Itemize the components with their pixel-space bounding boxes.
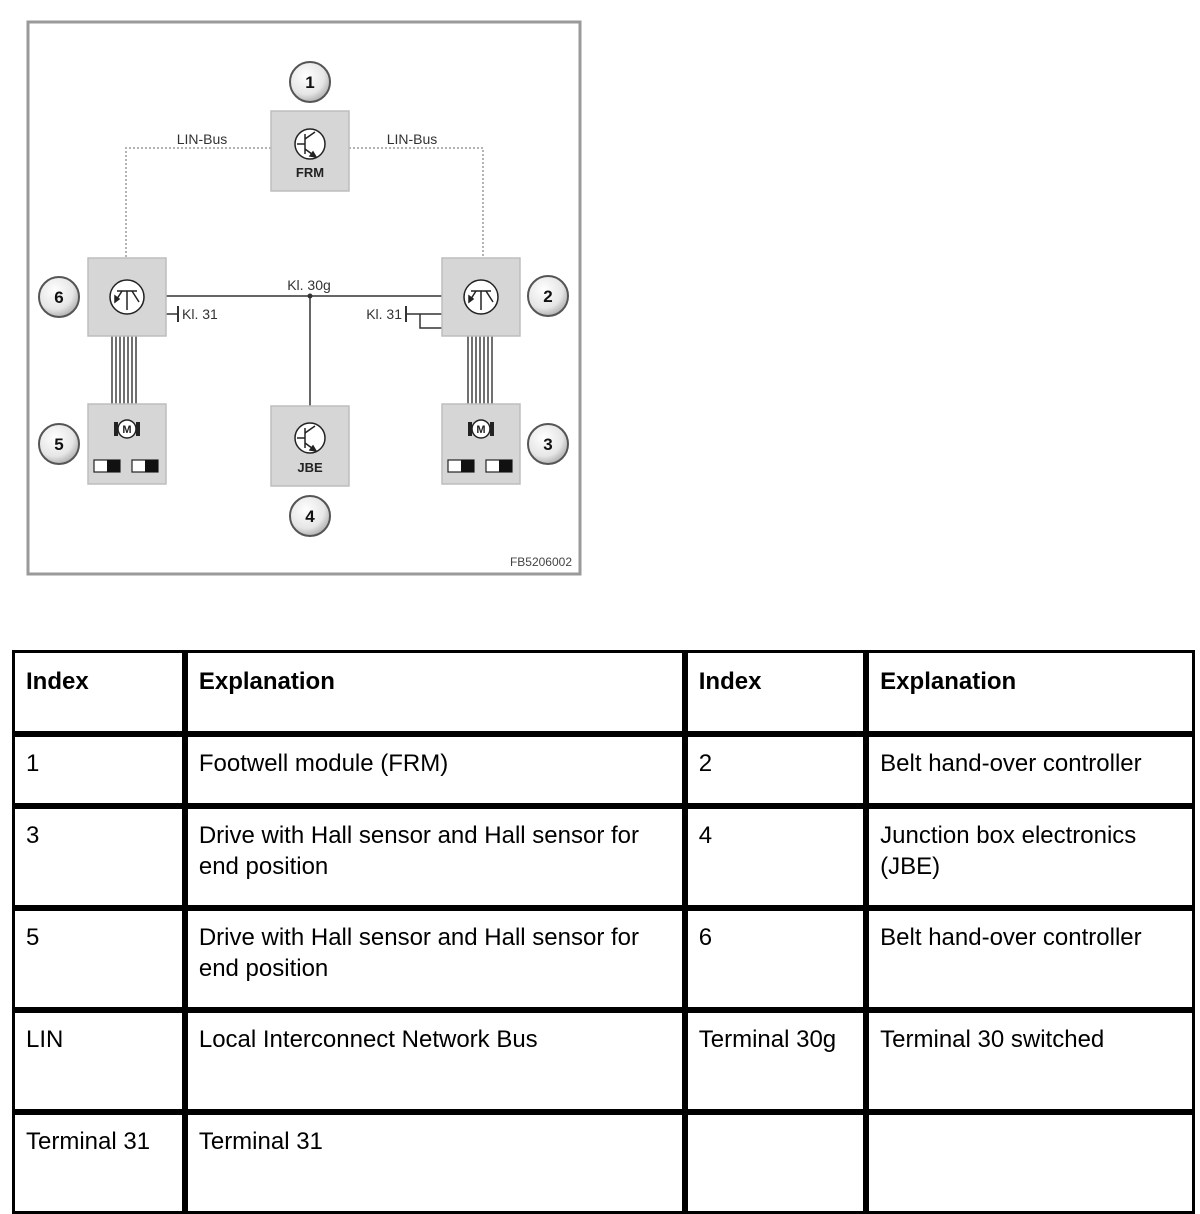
table-row: 3 Drive with Hall sensor and Hall sensor… [12, 806, 1195, 908]
frm-module: FRM [270, 110, 350, 192]
table-row: Terminal 31 Terminal 31 [12, 1112, 1195, 1214]
kl30g-label: Kl. 30g [287, 277, 331, 293]
motor-right-label: M [476, 424, 485, 436]
callout-6: 6 [38, 276, 80, 318]
wire-bundle-left [111, 336, 137, 404]
callout-2-label: 2 [543, 287, 552, 306]
controller-right-transistor-icon [463, 279, 499, 315]
hall-sensor-left-1-icon [93, 459, 121, 473]
callout-6-label: 6 [54, 288, 63, 307]
cell-explanation: Local Interconnect Network Bus [184, 1010, 685, 1112]
cell-explanation: Junction box electronics (JBE) [866, 806, 1195, 908]
controller-left [87, 257, 167, 337]
drive-right: M [441, 403, 521, 485]
cell-explanation: Footwell module (FRM) [184, 734, 685, 806]
controller-right [441, 257, 521, 337]
kl31-right-branch [419, 314, 442, 329]
table-row: LIN Local Interconnect Network Bus Termi… [12, 1010, 1195, 1112]
hall-sensor-right-1-icon [447, 459, 475, 473]
header-explanation-2: Explanation [866, 650, 1195, 734]
cell-index: 1 [12, 734, 185, 806]
jbe-transistor-icon [294, 422, 326, 454]
kl31-right-label: Kl. 31 [366, 306, 402, 322]
cell-index: 2 [684, 734, 867, 806]
controller-left-transistor-icon [109, 279, 145, 315]
callout-3-label: 3 [543, 435, 552, 454]
cell-index [684, 1112, 867, 1214]
callout-1: 1 [289, 61, 331, 103]
jbe-label: JBE [297, 460, 323, 475]
wiring-diagram: LIN-Bus LIN-Bus Kl. 30g Kl. 31 Kl. 31 [26, 20, 582, 576]
legend-table: Index Explanation Index Explanation 1 Fo… [12, 650, 1195, 1214]
motor-left-icon: M [114, 419, 140, 439]
cell-explanation: Drive with Hall sensor and Hall sensor f… [184, 806, 685, 908]
figure-code: FB5206002 [510, 555, 572, 569]
table-row: 5 Drive with Hall sensor and Hall sensor… [12, 908, 1195, 1010]
header-index-1: Index [12, 650, 185, 734]
cell-index: 4 [684, 806, 867, 908]
callout-1-label: 1 [305, 73, 314, 92]
lin-bus-left-label: LIN-Bus [177, 131, 228, 147]
table-row: 1 Footwell module (FRM) 2 Belt hand-over… [12, 734, 1195, 806]
kl30g-junction [307, 293, 313, 299]
legend-header-row: Index Explanation Index Explanation [12, 650, 1195, 734]
cell-index: Terminal 31 [12, 1112, 185, 1214]
frm-transistor-icon [294, 128, 326, 160]
frm-label: FRM [296, 165, 324, 180]
wire-bundle-right [467, 336, 493, 404]
cell-index: 3 [12, 806, 185, 908]
cell-index: Terminal 30g [684, 1010, 867, 1112]
kl31-left-label: Kl. 31 [182, 306, 218, 322]
cell-explanation: Drive with Hall sensor and Hall sensor f… [184, 908, 685, 1010]
cell-explanation: Belt hand-over controller [866, 908, 1195, 1010]
callout-5-label: 5 [54, 435, 63, 454]
callout-4-label: 4 [305, 507, 315, 526]
callout-3: 3 [527, 423, 569, 465]
motor-left-label: M [122, 424, 131, 436]
cell-explanation [866, 1112, 1195, 1214]
callout-5: 5 [38, 423, 80, 465]
header-explanation-1: Explanation [184, 650, 685, 734]
cell-explanation: Terminal 30 switched [866, 1010, 1195, 1112]
cell-index: LIN [12, 1010, 185, 1112]
header-index-2: Index [684, 650, 867, 734]
callout-2: 2 [527, 275, 569, 317]
motor-right-icon: M [468, 419, 494, 439]
hall-sensor-right-2-icon [485, 459, 513, 473]
lin-bus-left-line [125, 147, 271, 258]
hall-sensor-left-2-icon [131, 459, 159, 473]
cell-index: 6 [684, 908, 867, 1010]
drive-left: M [87, 403, 167, 485]
cell-explanation: Belt hand-over controller [866, 734, 1195, 806]
lin-bus-right-label: LIN-Bus [387, 131, 438, 147]
callout-4: 4 [289, 495, 331, 537]
cell-index: 5 [12, 908, 185, 1010]
cell-explanation: Terminal 31 [184, 1112, 685, 1214]
jbe-module: JBE [270, 405, 350, 487]
lin-bus-right-line [349, 147, 484, 258]
